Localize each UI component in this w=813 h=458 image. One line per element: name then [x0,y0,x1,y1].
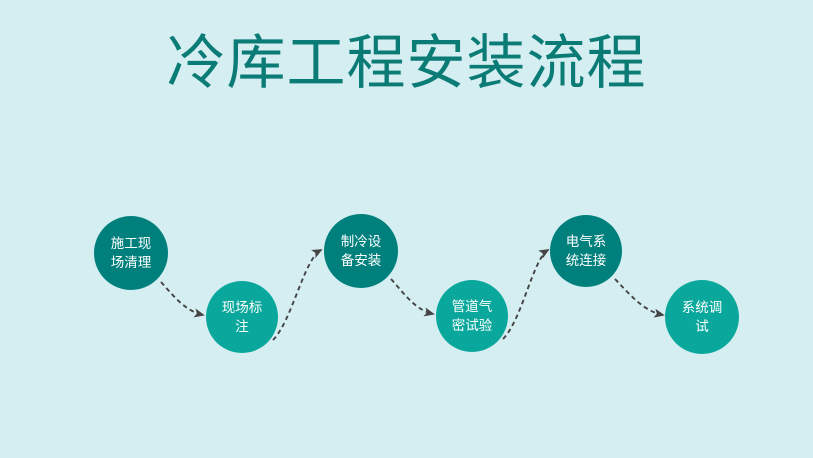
flow-node-2[interactable]: 现场标注 [206,281,278,353]
connector-2-3 [272,249,323,341]
connector-5-6 [614,278,665,318]
flow-node-5-label: 电气系统连接 [565,234,607,268]
flow-node-4[interactable]: 管道气密试验 [436,280,508,352]
flow-node-6[interactable]: 系统调试 [665,280,739,354]
connector-4-5 [502,249,550,340]
connector-1-2 [160,281,205,318]
flow-node-3-label: 制冷设备安装 [340,234,382,268]
flow-node-3[interactable]: 制冷设备安装 [324,214,398,288]
flow-node-2-label: 现场标注 [221,300,263,334]
flow-node-1-label: 施工现场清理 [110,236,152,270]
connector-3-4 [390,278,435,317]
page-title: 冷库工程安装流程 [166,30,647,96]
flow-node-5[interactable]: 电气系统连接 [550,215,622,287]
flow-node-6-label: 系统调试 [681,300,723,334]
flow-node-1[interactable]: 施工现场清理 [94,216,168,290]
flow-node-4-label: 管道气密试验 [451,299,493,333]
